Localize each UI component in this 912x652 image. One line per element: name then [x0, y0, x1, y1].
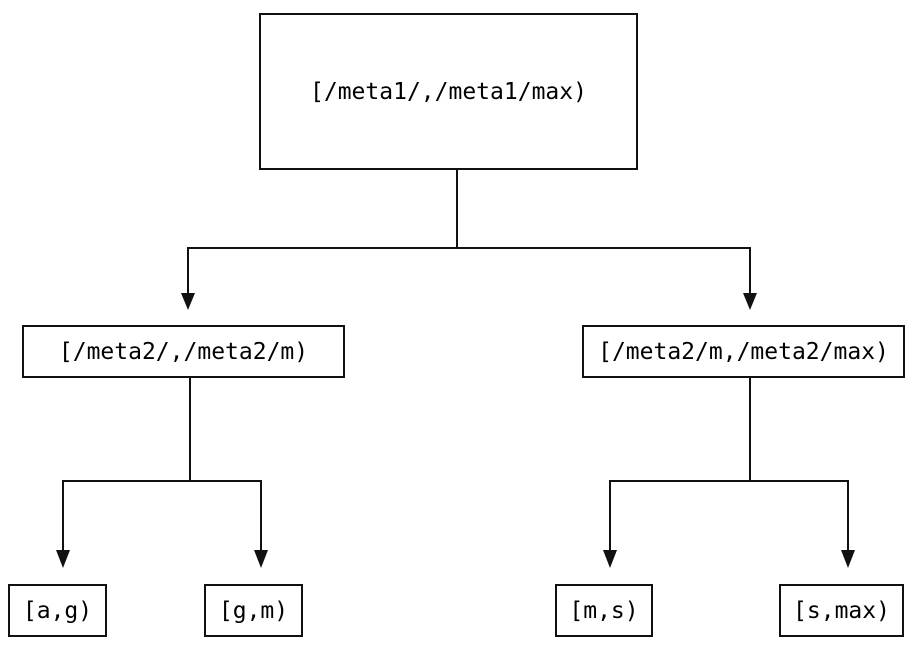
node-leaf-ms: [m,s): [555, 584, 653, 637]
node-leaf-smax: [s,max): [779, 584, 904, 637]
node-root: [/meta1/,/meta1/max): [259, 13, 638, 170]
node-leaf-smax-label: [s,max): [793, 597, 890, 624]
node-meta2-low: [/meta2/,/meta2/m): [22, 325, 345, 378]
node-meta2-high-label: [/meta2/m,/meta2/max): [598, 338, 889, 365]
arrowhead-icon: [181, 293, 195, 310]
arrowhead-icon: [56, 550, 70, 568]
node-root-label: [/meta1/,/meta1/max): [310, 78, 587, 105]
arrowhead-icon: [743, 293, 757, 310]
node-leaf-ag: [a,g): [8, 584, 107, 637]
node-meta2-high: [/meta2/m,/meta2/max): [582, 325, 905, 378]
arrowhead-icon: [254, 550, 268, 568]
node-leaf-gm: [g,m): [204, 584, 303, 637]
arrowhead-icon: [603, 550, 617, 568]
node-leaf-gm-label: [g,m): [218, 597, 289, 624]
arrowhead-icon: [841, 550, 855, 568]
node-leaf-ms-label: [m,s): [569, 597, 639, 624]
node-leaf-ag-label: [a,g): [22, 597, 93, 624]
node-meta2-low-label: [/meta2/,/meta2/m): [58, 338, 309, 365]
